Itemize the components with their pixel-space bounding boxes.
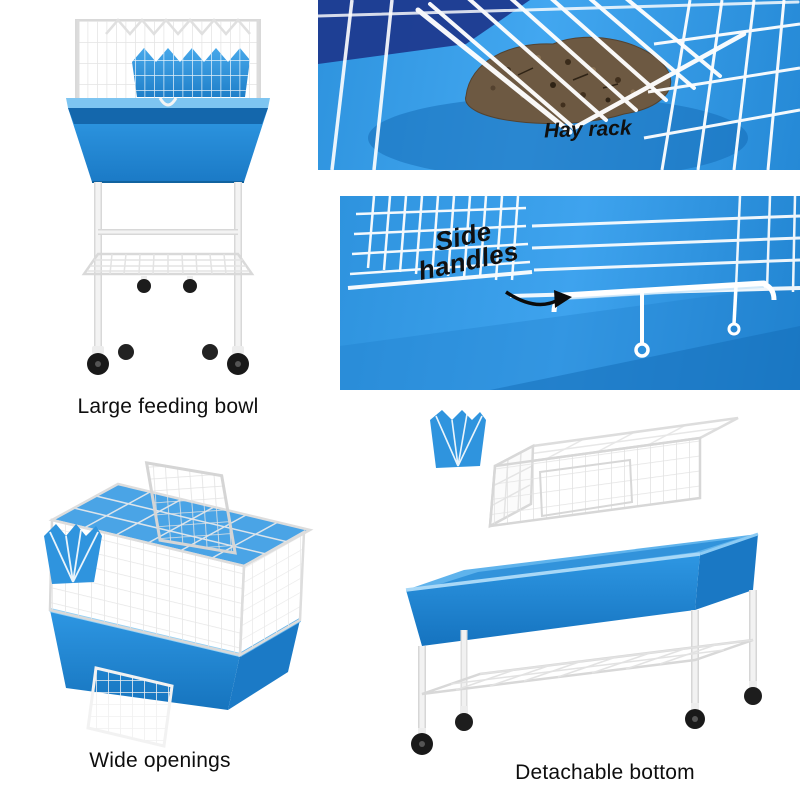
side-handles-illustration: [340, 196, 800, 390]
hay-rack-label: Hay rack: [543, 116, 632, 143]
floor-shadow: [368, 96, 748, 170]
cage-shadow-corner: [318, 0, 530, 64]
caster-wheel: [118, 344, 218, 360]
base-tray: [405, 532, 759, 646]
crest-wire: [105, 18, 251, 36]
open-front-door: [86, 666, 174, 748]
hay-rack-bars: [318, 0, 800, 135]
floor-shade-deep: [490, 326, 800, 390]
caption-detachable-bottom: Detachable bottom: [515, 761, 695, 784]
caster-wheel: [87, 346, 249, 375]
feeder-bowl: [430, 410, 486, 468]
detachable-bottom-illustration: [405, 410, 762, 755]
caster-wheel: [411, 681, 762, 755]
caption-wide-openings: Wide openings: [89, 749, 231, 772]
feeding-bowl-illustration: [66, 18, 270, 375]
detached-cage-top: [488, 416, 739, 529]
wide-openings-illustration: [44, 461, 314, 748]
storage-shelf: [421, 638, 754, 696]
feeder-bowl: [44, 524, 102, 584]
open-top-door: [144, 461, 237, 555]
cage-mesh-corner: [347, 196, 533, 290]
hay-rack-illustration: [318, 0, 800, 170]
storage-shelf: [81, 252, 255, 276]
caption-large-feeding-bowl: Large feeding bowl: [77, 395, 259, 418]
cage-door-outline: [538, 458, 634, 518]
side-handles-photo: Side handles: [340, 196, 800, 390]
trolley-stand: [81, 182, 255, 375]
tray-latch-wire: [158, 97, 178, 107]
base-tray: [66, 97, 270, 183]
feeder-bowl: [132, 48, 250, 97]
cage-mesh-right: [643, 0, 800, 170]
caster-wheel: [137, 276, 197, 293]
trolley-stand: [411, 590, 762, 755]
hay-rack-photo: Hay rack: [318, 0, 800, 170]
arrow-icon: [505, 290, 572, 308]
cage-mesh-left: [330, 0, 394, 170]
